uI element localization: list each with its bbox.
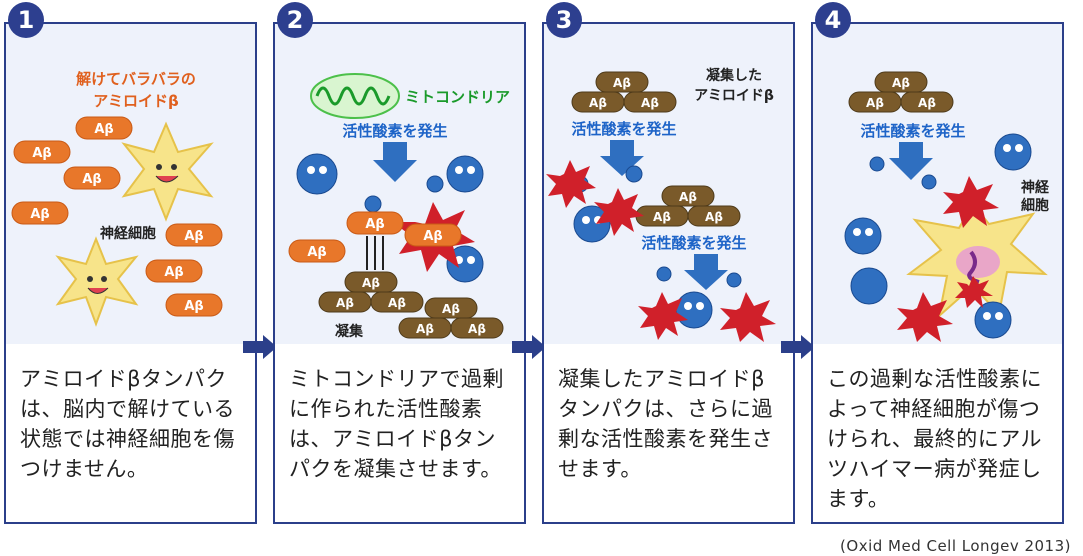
step-1-caption: アミロイドβタンパクは、脳内で解けている状態では神経細胞を傷つけません。 [20,367,235,481]
neuron-label-1: 神経 [1021,179,1050,196]
damage-burst-icon [546,160,776,342]
abeta-label: Aβ [82,172,101,187]
step-3-caption: 凝集したアミロイドβタンパクは、さらに過剰な活性酸素を発生させます。 [558,367,773,481]
aggregation-label: 凝集 [335,323,364,340]
neuron-label: 神経細胞 [100,225,156,242]
step-1-panel: 解けてバラバラの アミロイドβ 神経細胞 Aβ Aβ Aβ Aβ [4,22,257,524]
down-arrow-icon [600,140,644,176]
svg-text:Aβ: Aβ [641,96,659,110]
arrow-right-icon [781,335,815,359]
svg-text:Aβ: Aβ [307,245,326,260]
svg-text:Aβ: Aβ [365,217,384,232]
damage-burst-icon [897,176,999,342]
neuron-icon [121,121,214,222]
ros-label-2: 活性酸素を発生 [641,234,746,252]
svg-text:Aβ: Aβ [388,296,406,310]
ros-character-icon [844,133,1032,339]
down-arrow-icon [889,142,933,180]
step-1-number: 1 [8,2,44,38]
abeta-label: Aβ [184,229,203,244]
ros-label: 活性酸素を発生 [860,122,965,140]
svg-text:Aβ: Aβ [866,96,884,110]
step-1-title-line-1: 解けてバラバラの [76,70,196,88]
mitochondria-label: ミトコンドリア [405,88,510,106]
aggregated-abeta-title-1: 凝集した [706,67,762,84]
svg-text:Aβ: Aβ [892,76,910,90]
svg-text:Aβ: Aβ [705,210,723,224]
arrow-right-icon [512,335,546,359]
arrow-right-icon [243,335,277,359]
neuron-icon [55,236,139,327]
step-1-illustration: 解けてバラバラの アミロイドβ 神経細胞 Aβ Aβ Aβ Aβ [6,24,255,344]
step-4-number: 4 [815,2,851,38]
svg-text:Aβ: Aβ [918,96,936,110]
svg-text:Aβ: Aβ [362,276,380,290]
ros-character-icon [296,153,484,283]
down-arrow-icon [373,142,417,182]
svg-text:Aβ: Aβ [442,302,460,316]
aggregate-abeta-icon [848,71,954,113]
step-1-title-line-2: アミロイドβ [93,92,179,110]
svg-text:Aβ: Aβ [336,296,354,310]
step-2-number: 2 [277,2,313,38]
aggregate-abeta-icon [571,71,741,227]
abeta-label: Aβ [94,122,113,137]
step-4-caption: この過剰な活性酸素によって神経細胞が傷つけられ、最終的にアルツハイマー病が発症し… [827,367,1042,511]
svg-text:Aβ: Aβ [653,210,671,224]
step-2-caption: ミトコンドリアで過剰に作られた活性酸素は、アミロイドβタンパクを凝集させます。 [289,367,504,481]
abeta-label: Aβ [184,299,203,314]
mitochondria-icon [310,73,400,119]
svg-text:Aβ: Aβ [423,229,442,244]
svg-text:Aβ: Aβ [416,322,434,336]
svg-text:Aβ: Aβ [613,76,631,90]
neuron-label-2: 細胞 [1021,197,1049,214]
citation: (Oxid Med Cell Longev 2013) [840,537,1071,555]
svg-text:Aβ: Aβ [679,190,697,204]
down-arrow-icon [684,254,728,290]
abeta-label: Aβ [32,146,51,161]
svg-text:Aβ: Aβ [589,96,607,110]
aggregated-abeta-title-2: アミロイドβ [694,88,774,104]
abeta-label: Aβ [164,265,183,280]
abeta-label: Aβ [30,207,49,222]
ros-label-1: 活性酸素を発生 [571,120,676,138]
step-3-number: 3 [546,2,582,38]
ros-label: 活性酸素を発生 [342,122,447,140]
aggregate-abeta-icon [318,271,504,339]
svg-text:Aβ: Aβ [468,322,486,336]
